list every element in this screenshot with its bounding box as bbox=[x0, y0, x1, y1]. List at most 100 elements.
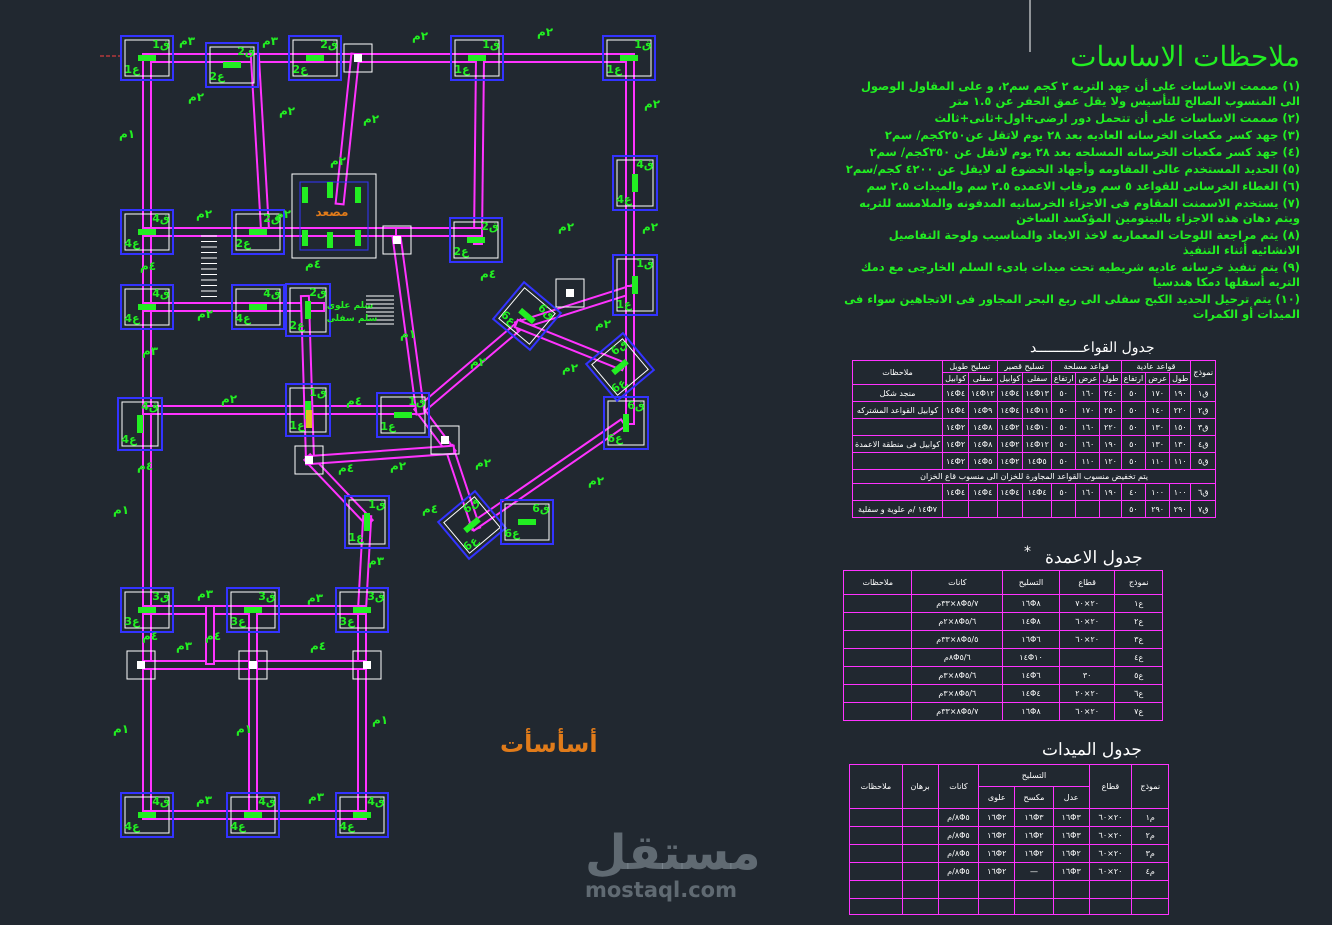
table-header: التسليح bbox=[978, 764, 1090, 787]
footing-outline bbox=[231, 209, 285, 255]
beam-label: ٣م bbox=[196, 793, 213, 808]
column-mark bbox=[306, 55, 324, 61]
table-cell: ٤٠ bbox=[1120, 483, 1147, 501]
small-column bbox=[305, 456, 313, 464]
table-cell: ٢٤٠ bbox=[1099, 384, 1122, 402]
tank-label: مصعد bbox=[316, 205, 349, 219]
column-mark bbox=[518, 519, 536, 525]
table-cell: ١٧٠ bbox=[1145, 384, 1171, 402]
footing-outline bbox=[603, 396, 649, 450]
footing-label: ق4 bbox=[141, 400, 159, 413]
column-mark bbox=[364, 513, 370, 531]
beam-label: ١م bbox=[113, 722, 129, 737]
beam-label: ٢م bbox=[644, 97, 661, 112]
footing-neck bbox=[124, 591, 170, 629]
beam-inner bbox=[358, 516, 371, 614]
beam-label: ١م bbox=[372, 713, 388, 728]
footing-outline bbox=[612, 155, 658, 211]
table-header: ملاحظات bbox=[842, 570, 913, 595]
table-cell: ١٤Φ٢ bbox=[996, 418, 1024, 436]
beam-label: ٣م bbox=[262, 34, 279, 49]
beam-label: ٢م bbox=[642, 220, 659, 235]
table-cell: كوابيل القواعد المشتركه bbox=[851, 401, 944, 419]
beam-label: ٤م bbox=[310, 639, 326, 654]
footing-outline bbox=[120, 35, 174, 81]
table-cell: ق١ bbox=[1190, 384, 1217, 402]
beam-label: ٤م bbox=[140, 259, 156, 274]
small-footing bbox=[294, 445, 324, 475]
table-cell bbox=[851, 452, 944, 470]
table-cell bbox=[1014, 880, 1054, 899]
column-label: ع4 bbox=[230, 820, 246, 833]
small-column bbox=[354, 54, 362, 62]
table-cell: ٢٥٠ bbox=[1099, 401, 1122, 419]
table-cell: ٢٠×٦٠ bbox=[1088, 844, 1133, 863]
column-label: ع4 bbox=[121, 433, 137, 446]
table-cell bbox=[937, 898, 980, 915]
table-row bbox=[849, 880, 1169, 899]
column-mark bbox=[355, 187, 361, 203]
column-mark bbox=[353, 812, 371, 818]
footing-label: ق3 bbox=[152, 590, 170, 603]
table-cell: ٢٩٠ bbox=[1145, 500, 1171, 518]
table-cell bbox=[849, 880, 903, 899]
table-cell: ١٤Φ٥ bbox=[1022, 452, 1052, 470]
table-cell: ١٠٠ bbox=[1169, 483, 1192, 501]
column-label: ع1 bbox=[380, 420, 396, 433]
footing-label: ق3 bbox=[258, 590, 276, 603]
table-cell: ١٩٠ bbox=[1099, 435, 1122, 453]
footing-neck bbox=[230, 591, 276, 629]
column-mark bbox=[353, 607, 371, 613]
table-cell: ١٣٠ bbox=[1169, 435, 1192, 453]
table-header: قطاع bbox=[1058, 570, 1116, 595]
table-cell: ١٦Φ٦ bbox=[1002, 630, 1060, 649]
beam-inner bbox=[393, 236, 424, 414]
table-cell: ١٤Φ٧ /م علوية و سفلية bbox=[851, 500, 944, 518]
small-column bbox=[566, 289, 574, 297]
table-cell: ١٤Φ٢ bbox=[942, 435, 970, 453]
beam-label: ٣م bbox=[308, 790, 325, 805]
tank-inner bbox=[299, 181, 369, 251]
column-label: ع1 bbox=[348, 531, 364, 544]
beam-label: ٢م bbox=[537, 25, 554, 40]
table-cell bbox=[1088, 898, 1133, 915]
table-cell: ١٤Φ٤ bbox=[996, 401, 1024, 419]
footing-outline bbox=[335, 587, 389, 633]
footing-outline bbox=[205, 42, 259, 88]
table-cell: منجد شكل bbox=[851, 384, 944, 402]
footing-label: ق1 bbox=[309, 386, 327, 399]
beam-label: ٢م bbox=[188, 90, 205, 105]
column-label: ع3 bbox=[230, 615, 246, 628]
beam-label: ٤م bbox=[142, 629, 158, 644]
table-cell: ١٤Φ٨ bbox=[1002, 612, 1060, 631]
beam-label: ٣م bbox=[307, 591, 324, 606]
footing-outline bbox=[288, 35, 342, 81]
table-cell: ٢٠×٦٠ bbox=[1088, 862, 1133, 881]
table-cell: ١١٠ bbox=[1169, 452, 1192, 470]
table-cell: ٨Φ٥/م bbox=[937, 844, 980, 863]
footing-outline bbox=[285, 283, 331, 337]
table-cell: ٥٠ bbox=[1050, 418, 1077, 436]
table-cell: ٢٢٠ bbox=[1099, 418, 1122, 436]
small-column bbox=[393, 236, 401, 244]
beam-label: ٢م bbox=[562, 361, 579, 376]
footing-neck bbox=[124, 213, 170, 251]
column-mark bbox=[327, 232, 333, 248]
table-cell: ٣٠ bbox=[1058, 666, 1116, 685]
table-cell bbox=[851, 418, 944, 436]
beam-inner bbox=[305, 455, 372, 525]
table-subheader: عرض bbox=[1145, 372, 1171, 385]
footing-neck bbox=[616, 159, 654, 207]
